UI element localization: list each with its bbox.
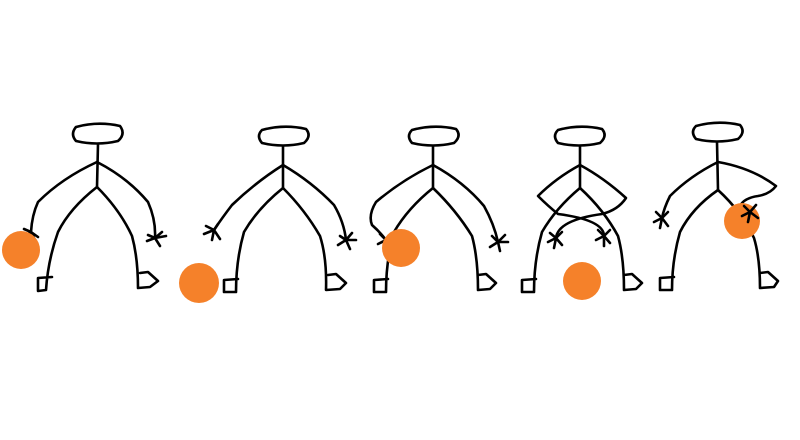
figure-4-left-hand xyxy=(546,230,564,250)
figure-1-head xyxy=(71,122,124,145)
figure-4-right-arm xyxy=(554,163,628,240)
figure-panel-1 xyxy=(2,122,168,293)
figure-5-left-leg xyxy=(658,188,720,292)
figure-3-right-leg xyxy=(431,186,498,292)
figure-3-right-hand xyxy=(488,233,510,253)
figure-5-left-arm xyxy=(660,160,720,220)
figure-2-head xyxy=(257,125,310,147)
figure-5-body xyxy=(715,140,720,192)
figure-4-head xyxy=(553,125,606,147)
figure-2-ball xyxy=(179,263,219,303)
figure-2-right-leg xyxy=(281,186,348,292)
figure-1-ball xyxy=(2,231,40,269)
figure-1-left-leg xyxy=(36,185,99,293)
figure-2-right-hand xyxy=(336,231,358,251)
figure-4-right-hand xyxy=(594,228,612,248)
figure-3-left-arm xyxy=(369,163,435,242)
figure-5-right-hand xyxy=(740,203,760,224)
figure-4-left-leg xyxy=(520,186,582,294)
figure-1-body xyxy=(95,142,100,189)
figure-panel-2 xyxy=(179,125,358,303)
figure-1-left-arm xyxy=(29,160,99,234)
figure-2-left-leg xyxy=(222,186,285,294)
figure-3-ball xyxy=(382,229,420,267)
figure-1-right-hand xyxy=(145,230,168,248)
figure-4-left-arm xyxy=(536,163,606,238)
figure-3-right-arm xyxy=(431,163,500,244)
figure-3-head xyxy=(407,125,460,147)
figure-2-left-hand xyxy=(202,222,222,242)
figure-4-right-leg xyxy=(578,186,644,292)
figure-panel-3 xyxy=(369,125,510,294)
figure-panel-4 xyxy=(520,125,644,300)
figure-5-head xyxy=(691,121,744,143)
figure-1-right-arm xyxy=(95,160,157,240)
figure-5-left-hand xyxy=(652,210,670,230)
figure-2-left-arm xyxy=(212,163,285,232)
figure-4-ball xyxy=(563,262,601,300)
figure-panel-5 xyxy=(652,121,780,292)
figure-1-right-leg xyxy=(95,185,160,290)
figure-2-right-arm xyxy=(281,163,348,242)
